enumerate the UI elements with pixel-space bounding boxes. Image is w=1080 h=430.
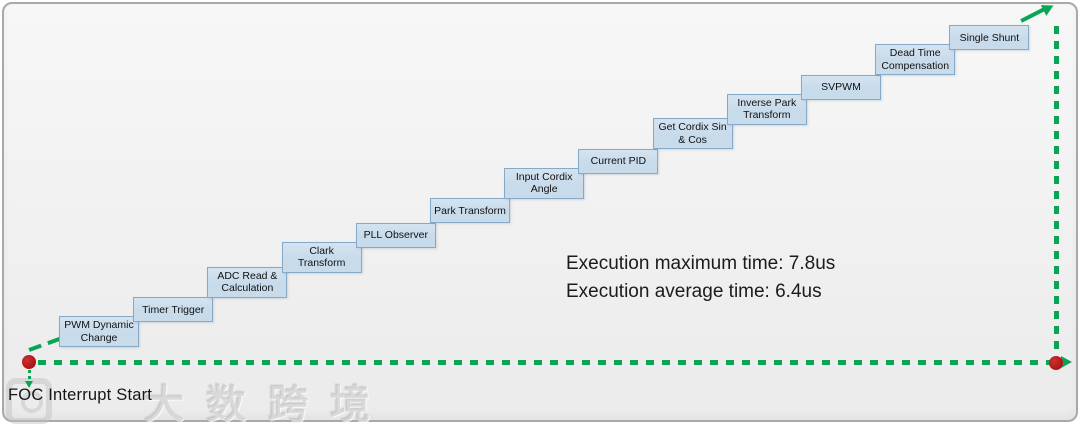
step-box-13: Single Shunt [949, 25, 1030, 51]
execution-max-time-text: Execution maximum time: 7.8us [566, 253, 836, 274]
timeline-horizontal-dashed-line [38, 360, 1062, 365]
timeline-vertical-dashed-line [1054, 26, 1059, 356]
step-box-7: Input Cordix Angle [504, 167, 585, 199]
step-box-3: ADC Read & Calculation [207, 266, 288, 298]
step-box-8: Current PID [578, 148, 659, 174]
step-box-4: Clark Transform [281, 241, 362, 273]
step-box-11: SVPWM [801, 74, 881, 100]
step-box-5: PLL Observer [355, 223, 436, 249]
execution-stats: Execution maximum time: 7.8us Execution … [566, 250, 835, 305]
timeline-top-arrowhead-icon [1040, 0, 1057, 16]
step-box-10: Inverse Park Transform [726, 93, 807, 125]
start-marker-dot [22, 355, 36, 369]
execution-avg-time-text: Execution average time: 6.4us [566, 280, 822, 302]
start-label: FOC Interrupt Start [8, 386, 153, 404]
step-box-12: Dead Time Compensation [875, 44, 956, 76]
step-box-6: Park Transform [430, 198, 510, 224]
end-marker-dot [1049, 356, 1063, 370]
step-box-1: PWM Dynamic Change [59, 316, 139, 347]
start-pointer-dotted-line [28, 370, 31, 381]
watermark-text: 大数跨境 [144, 383, 392, 427]
step-box-9: Get Cordix Sin & Cos [652, 118, 733, 150]
timeline-right-arrowhead-icon [1061, 356, 1072, 368]
step-box-2: Timer Trigger [133, 297, 214, 323]
start-pointer-arrowhead-icon [25, 381, 33, 388]
